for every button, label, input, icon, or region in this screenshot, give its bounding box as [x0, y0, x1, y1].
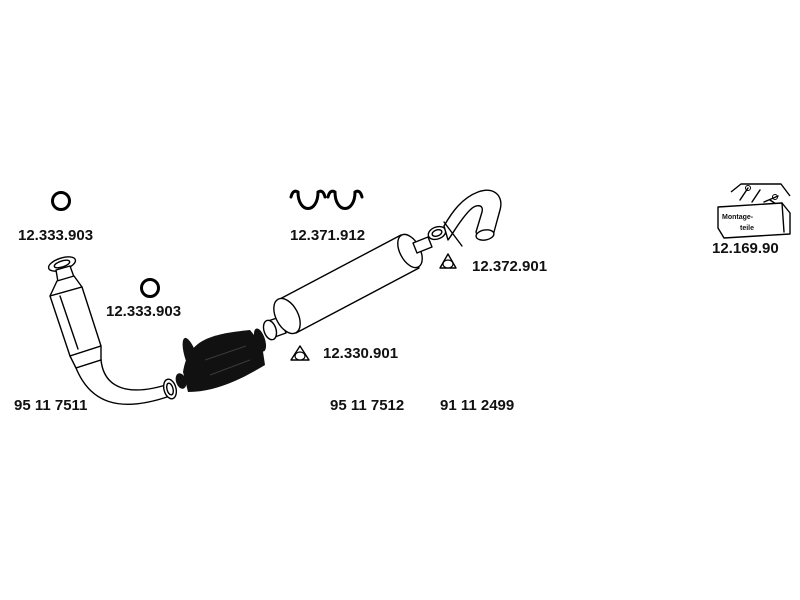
flange-gasket-rear[interactable] — [439, 253, 457, 269]
label-mounting-kit: 12.169.90 — [712, 240, 779, 257]
mounting-kit-box[interactable]: Montage- teile — [717, 183, 791, 239]
label-flange-gasket-rear: 12.372.901 — [472, 258, 547, 275]
flange-gasket-mid[interactable] — [290, 345, 310, 361]
label-rear-part: 91 11 2499 — [440, 397, 514, 414]
flexible-pipe-section[interactable] — [174, 327, 269, 392]
clamp-right[interactable] — [326, 189, 364, 210]
label-ring-lower: 12.333.903 — [106, 303, 181, 320]
label-front-pipe: 95 11 7511 — [14, 397, 87, 414]
sealing-ring-upper[interactable] — [51, 191, 71, 211]
label-ring-upper: 12.333.903 — [18, 227, 93, 244]
front-pipe-catalytic-converter[interactable] — [47, 254, 179, 405]
kit-text-line1: Montage- — [722, 214, 754, 221]
sealing-ring-lower[interactable] — [140, 278, 160, 298]
kit-text-line2: teile — [740, 225, 754, 232]
rear-tailpipe[interactable] — [426, 189, 502, 247]
clamp-left[interactable] — [289, 189, 327, 210]
middle-silencer[interactable] — [261, 230, 433, 341]
label-middle-silencer: 95 11 7512 — [330, 397, 404, 414]
label-clamps: 12.371.912 — [290, 227, 365, 244]
label-flange-gasket-mid: 12.330.901 — [323, 345, 398, 362]
